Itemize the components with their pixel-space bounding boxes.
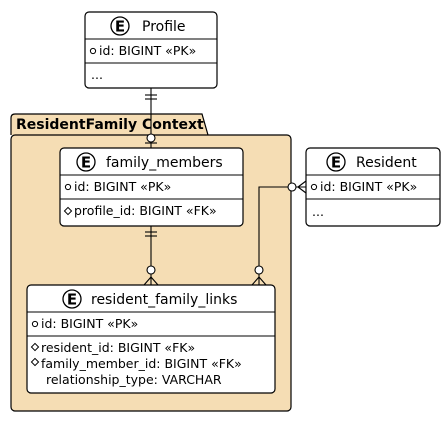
entity-name: family_members xyxy=(106,155,223,171)
pk-marker-icon xyxy=(310,183,318,191)
crowfoot-prong xyxy=(150,276,159,286)
package-label: ResidentFamily Context xyxy=(16,117,204,133)
entity-resident: E Resident id: BIGINT «PK» ... xyxy=(305,147,441,227)
crowfoot-prong xyxy=(143,276,152,286)
cardinality-zero-icon xyxy=(287,182,297,192)
crowfoot-prong xyxy=(258,276,267,286)
cardinality-zero-icon xyxy=(254,265,264,275)
attribute-fk: family_member_id: BIGINT «FK» xyxy=(41,356,242,371)
fk-marker-icon xyxy=(63,206,73,216)
entity-marker-icon xyxy=(62,289,82,309)
relationship-resident-links xyxy=(251,180,307,286)
attribute-pk: id: BIGINT «PK» xyxy=(99,43,196,58)
entity-marker-icon xyxy=(110,16,130,36)
entity-marker-letter: E xyxy=(81,154,91,172)
crowfoot-prong xyxy=(297,180,307,188)
entity-marker-icon xyxy=(76,152,96,172)
relationship-family-members-links xyxy=(143,226,159,286)
attribute-pk: id: BIGINT «PK» xyxy=(320,179,417,194)
attribute-pk: id: BIGINT «PK» xyxy=(74,179,171,194)
entity-profile: E Profile id: BIGINT «PK» ... xyxy=(84,11,218,89)
entity-name: Resident xyxy=(356,155,417,171)
entity-marker-icon xyxy=(326,152,346,172)
pk-marker-icon xyxy=(89,47,97,55)
cardinality-zero-icon xyxy=(146,265,156,275)
entity-marker-letter: E xyxy=(331,154,341,172)
attribute: ... xyxy=(312,204,324,219)
entity-marker-letter: E xyxy=(67,291,77,309)
entity-name: Profile xyxy=(142,19,186,35)
entity-family-members: E family_members id: BIGINT «PK» profile… xyxy=(59,147,244,227)
relationship-profile-family-members xyxy=(145,88,157,148)
fk-marker-icon xyxy=(30,357,40,367)
pk-marker-icon xyxy=(31,320,39,328)
attribute-fk: resident_id: BIGINT «FK» xyxy=(41,340,195,355)
attribute-fk: profile_id: BIGINT «FK» xyxy=(74,203,217,218)
package-tab xyxy=(10,113,209,136)
attribute: ... xyxy=(91,67,103,82)
crowfoot-prong xyxy=(251,276,260,286)
cardinality-zero-icon xyxy=(146,133,156,143)
fk-marker-icon xyxy=(30,342,40,352)
attribute-pk: id: BIGINT «PK» xyxy=(41,316,138,331)
crowfoot-prong xyxy=(297,186,307,194)
entity-resident-family-links: E resident_family_links id: BIGINT «PK» … xyxy=(26,284,276,394)
attribute: relationship_type: VARCHAR xyxy=(46,372,222,387)
entity-name: resident_family_links xyxy=(91,292,237,308)
entity-marker-letter: E xyxy=(115,18,125,36)
pk-marker-icon xyxy=(64,183,72,191)
